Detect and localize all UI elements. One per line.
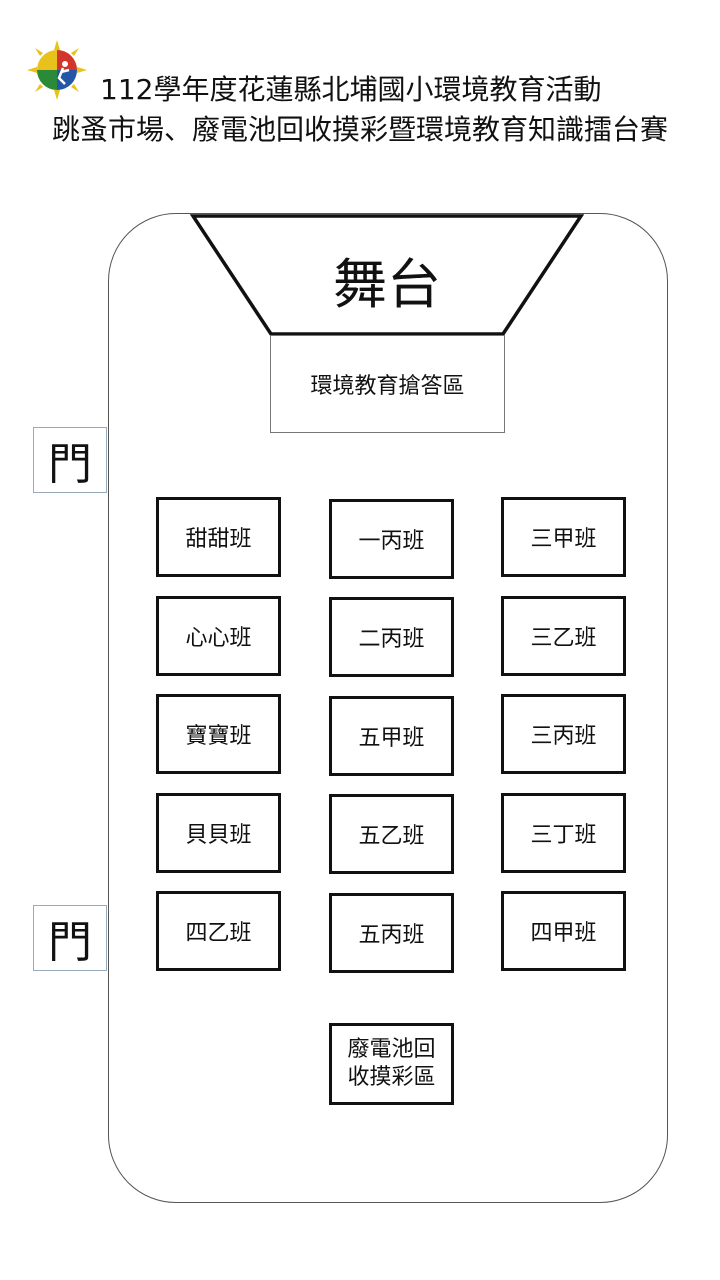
booth-label: 四乙班 [185, 921, 252, 946]
booth-middle-1: 一丙班 [329, 499, 454, 579]
booth-right-3: 三丙班 [501, 694, 626, 774]
booth-label: 三丁班 [530, 823, 597, 848]
booth-left-2: 心心班 [156, 596, 281, 676]
booth-right-5: 四甲班 [501, 891, 626, 971]
battery-recycling-area: 廢電池回 收摸彩區 [329, 1023, 454, 1105]
booth-left-1: 甜甜班 [156, 497, 281, 577]
stage-label: 舞台 [333, 253, 441, 316]
door-top: 門 [33, 427, 107, 493]
booth-middle-5: 五丙班 [329, 893, 454, 973]
booth-label: 三甲班 [530, 527, 597, 552]
booth-label: 甜甜班 [185, 527, 252, 552]
booth-label: 寶寶班 [185, 724, 252, 749]
title-line-2: 跳蚤市場、廢電池回收摸彩暨環境教育知識擂台賽 [51, 113, 668, 146]
stage-shape [190, 214, 584, 336]
booth-left-3: 寶寶班 [156, 694, 281, 774]
booth-label: 三丙班 [530, 724, 597, 749]
booth-middle-2: 二丙班 [329, 597, 454, 677]
booth-label: 三乙班 [530, 626, 597, 651]
booth-right-1: 三甲班 [501, 497, 626, 577]
booth-label: 一丙班 [358, 529, 425, 554]
title-line-1: 112學年度花蓮縣北埔國小環境教育活動 [100, 73, 602, 106]
booth-middle-3: 五甲班 [329, 696, 454, 776]
door-bottom: 門 [33, 905, 107, 971]
door-bottom-label: 門 [48, 917, 92, 968]
quiz-area: 環境教育搶答區 [270, 335, 505, 433]
door-top-label: 門 [48, 439, 92, 490]
booth-label: 四甲班 [530, 921, 597, 946]
booth-right-4: 三丁班 [501, 793, 626, 873]
booth-left-5: 四乙班 [156, 891, 281, 971]
booth-label: 五丙班 [358, 923, 425, 948]
hall-outline [108, 213, 668, 1203]
booth-label: 五甲班 [358, 726, 425, 751]
booth-label: 貝貝班 [185, 823, 252, 848]
booth-left-4: 貝貝班 [156, 793, 281, 873]
quiz-area-label: 環境教育搶答區 [310, 374, 465, 399]
booth-label: 二丙班 [358, 627, 425, 652]
booth-label: 五乙班 [358, 824, 425, 849]
booth-label: 心心班 [185, 626, 252, 651]
school-logo [27, 40, 87, 100]
booth-middle-4: 五乙班 [329, 794, 454, 874]
booth-right-2: 三乙班 [501, 596, 626, 676]
